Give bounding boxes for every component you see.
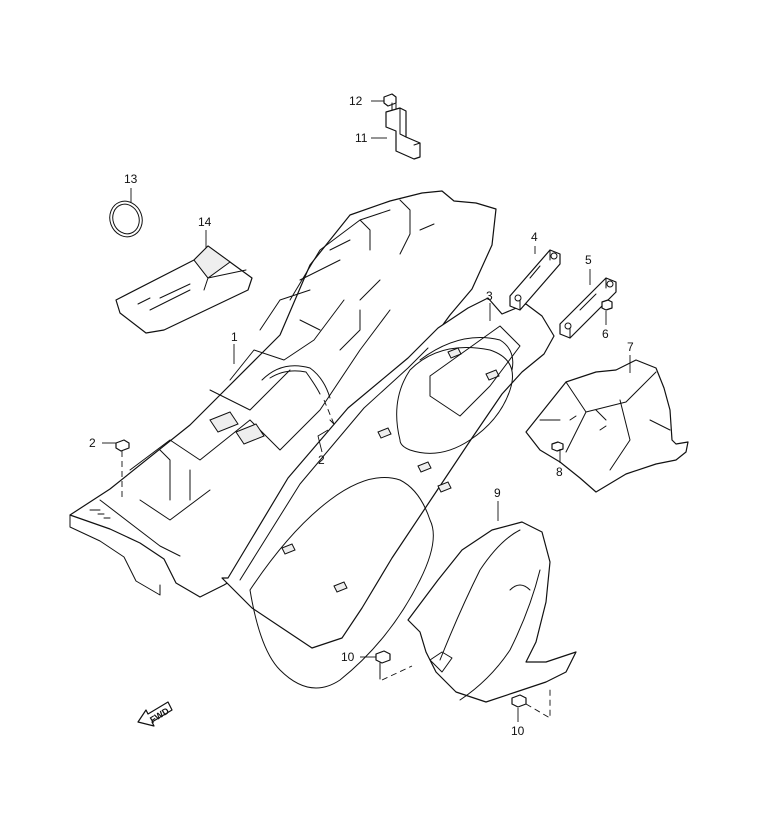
part-10-bolt-right: [511, 688, 551, 719]
leader-lines: [102, 100, 631, 722]
callout-labels: 12 11 13 14 1 2 2 3 4 5 6 7 8 9 10 10: [89, 94, 634, 738]
part-8-bolt: [551, 441, 564, 452]
part-10-bolt-left: [375, 650, 413, 681]
callout-1: 1: [231, 330, 238, 344]
part-11-bracket: [385, 107, 421, 160]
callout-10-right: 10: [511, 724, 525, 738]
fwd-arrow-icon: FWD: [137, 701, 173, 727]
part-3-inner-fender: [221, 297, 555, 689]
callout-3: 3: [486, 289, 493, 303]
part-14-bag: [115, 245, 253, 334]
callout-8: 8: [556, 465, 563, 479]
callout-10-left: 10: [341, 650, 355, 664]
callout-4: 4: [531, 230, 538, 244]
callout-2-left: 2: [89, 436, 96, 450]
part-9-mudguard: [407, 521, 577, 703]
part-1-undertray: [69, 190, 497, 598]
callout-14: 14: [198, 215, 212, 229]
callout-5: 5: [585, 253, 592, 267]
callout-2-right: 2: [318, 453, 325, 467]
part-2-bolt-left: [115, 439, 130, 501]
callout-13: 13: [124, 172, 138, 186]
callout-6: 6: [602, 327, 609, 341]
part-5-bracket: [559, 277, 617, 339]
part-4-bracket: [509, 249, 561, 311]
callout-9: 9: [494, 486, 501, 500]
part-7-extension: [525, 359, 689, 493]
callout-12: 12: [349, 94, 363, 108]
part-13-ring: [109, 200, 143, 238]
part-6-screw: [601, 299, 613, 311]
callout-7: 7: [627, 340, 634, 354]
callout-11: 11: [355, 131, 368, 145]
